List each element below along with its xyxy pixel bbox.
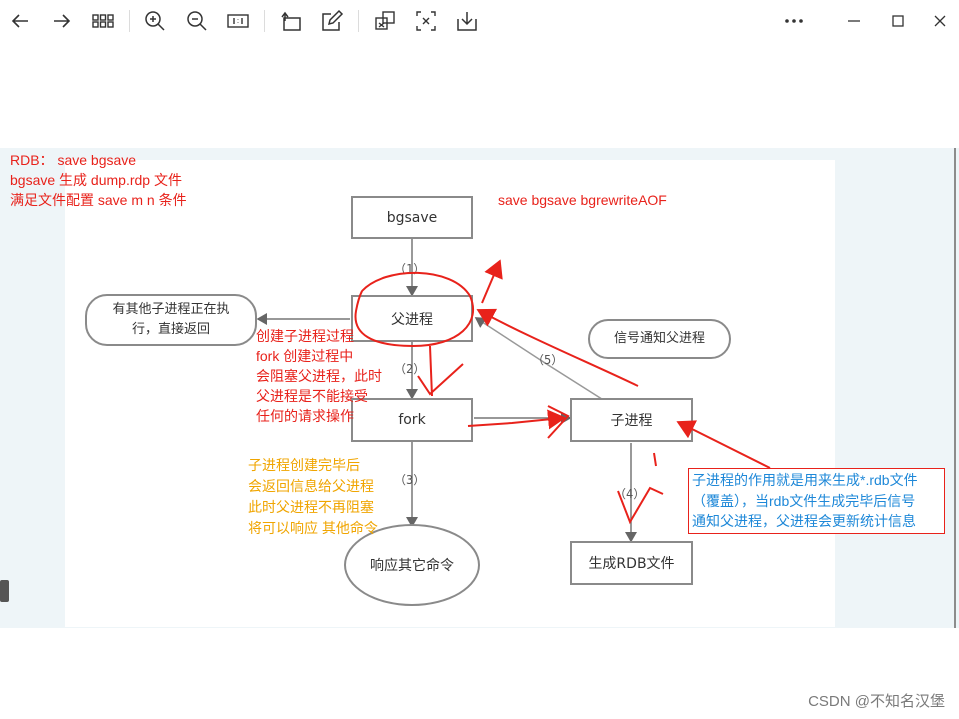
close-icon[interactable] xyxy=(928,9,952,33)
note-rdb-title: RDB： save bgsave xyxy=(10,152,137,168)
step-label-4: （4） xyxy=(614,487,646,501)
node-parent-process: 父进程 xyxy=(351,295,473,342)
note-parent-line1: 创建子进程过程 xyxy=(256,328,354,344)
page-handle[interactable] xyxy=(0,580,9,602)
note-parent-line3: 会阻塞父进程，此时 xyxy=(256,368,382,384)
note-child-role-line1: 子进程的作用就是用来生成*.rdb文件 xyxy=(692,472,918,488)
red-check-parent xyxy=(417,345,464,397)
note-rdb-config: 满足文件配置 save m n 条件 xyxy=(10,192,187,208)
red-chevron xyxy=(547,405,570,439)
note-parent-line4: 父进程是不能接受 xyxy=(256,388,368,404)
toolbar-divider xyxy=(358,10,359,32)
crop-icon[interactable] xyxy=(373,9,397,33)
node-generate-rdb: 生成RDB文件 xyxy=(570,541,693,585)
node-child-process: 子进程 xyxy=(570,398,693,442)
zoom-out-icon[interactable] xyxy=(185,9,209,33)
note-parent-line2: fork 创建过程中 xyxy=(256,348,354,364)
node-signal-parent: 信号通知父进程 xyxy=(588,319,731,359)
forward-icon[interactable] xyxy=(50,9,74,33)
step-label-3: （3） xyxy=(394,473,426,487)
note-save-commands: save bgsave bgrewriteAOF xyxy=(498,192,667,208)
note-child-role-line2: （覆盖），当rdb文件生成完毕后信号 xyxy=(692,492,916,509)
ocr-icon[interactable] xyxy=(414,9,438,33)
node-other-child-running: 有其他子进程正在执 行，直接返回 xyxy=(85,294,257,346)
step-label-5: （5） xyxy=(532,353,564,367)
more-icon[interactable] xyxy=(782,9,806,33)
red-arrow-fork-child xyxy=(467,409,566,430)
toolbar-divider xyxy=(129,10,130,32)
arrow-5 xyxy=(474,317,606,402)
maximize-icon[interactable] xyxy=(886,9,910,33)
zoom-in-icon[interactable] xyxy=(143,9,167,33)
red-check-child xyxy=(617,452,664,525)
diagram-connectors xyxy=(256,239,637,543)
step-label-2: （2） xyxy=(394,362,426,376)
grid-icon[interactable] xyxy=(91,9,115,33)
other-child-line1: 有其他子进程正在执 xyxy=(112,302,230,317)
edit-icon[interactable] xyxy=(320,9,344,33)
other-child-line2: 行，直接返回 xyxy=(131,322,210,337)
actual-size-icon[interactable] xyxy=(226,9,250,33)
vertical-scrollbar[interactable] xyxy=(954,148,956,628)
red-arrow-signal xyxy=(476,308,639,387)
red-arrow-up xyxy=(481,259,503,304)
node-respond-other: 响应其它命令 xyxy=(344,524,480,606)
red-circle-parent xyxy=(354,271,475,348)
red-arrow-note xyxy=(676,420,771,469)
toolbar-divider xyxy=(264,10,265,32)
viewer-toolbar xyxy=(0,0,959,42)
csdn-watermark: CSDN @不知名汉堡 xyxy=(808,693,945,710)
image-viewport: bgsave 父进程 fork 子进程 生成RDB文件 有其他子进程正在执 行，… xyxy=(0,148,959,719)
node-bgsave: bgsave xyxy=(351,196,473,239)
note-child-role: 子进程的作用就是用来生成*.rdb文件 （覆盖），当rdb文件生成完毕后信号 通… xyxy=(688,468,945,534)
save-icon[interactable] xyxy=(455,9,479,33)
note-rdb-bgsave: bgsave 生成 dump.rdp 文件 xyxy=(10,172,182,188)
note-child-done-line2: 会返回信息给父进程 xyxy=(248,478,374,494)
note-child-done-line1: 子进程创建完毕后 xyxy=(248,457,360,473)
note-parent-line5: 任何的请求操作 xyxy=(256,408,354,424)
back-icon[interactable] xyxy=(8,9,32,33)
note-child-done-line4: 将可以响应 其他命令 xyxy=(248,520,378,536)
minimize-icon[interactable] xyxy=(842,9,866,33)
note-child-done-line3: 此时父进程不再阻塞 xyxy=(248,499,374,515)
note-child-role-line3: 通知父进程，父进程会更新统计信息 xyxy=(692,513,916,529)
node-fork: fork xyxy=(351,398,473,442)
red-annotations xyxy=(354,259,771,525)
rotate-icon[interactable] xyxy=(279,9,303,33)
